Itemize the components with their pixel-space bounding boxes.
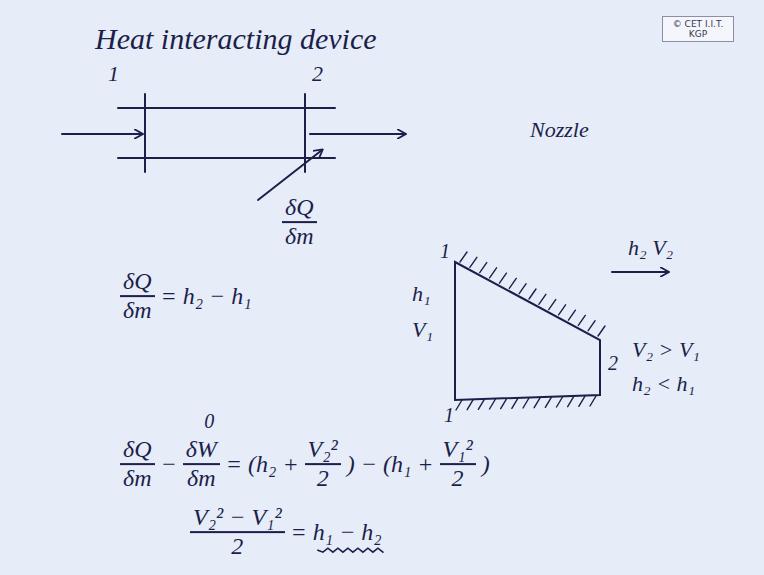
wall-hatch (529, 289, 536, 299)
numerator: δW (183, 436, 220, 465)
equation-row: V₂² − V₁²2= h₁ − h₂ (190, 504, 382, 560)
equation-term: ) − (h₁ + (347, 451, 434, 477)
wall-hatch (557, 397, 563, 407)
equation-term: ) (482, 451, 490, 477)
wall-hatch (456, 400, 462, 410)
logo-box: © CET I.I.T. KGP (662, 16, 734, 42)
station-number: 1 (440, 240, 450, 262)
wall-hatch (519, 284, 526, 294)
denominator: δm (123, 298, 152, 324)
fraction: V₂²2 (305, 436, 341, 492)
numerator: V₂² (305, 436, 341, 465)
denominator: 2 (231, 534, 243, 560)
wall-hatch (579, 396, 585, 406)
equation-term: − (161, 451, 177, 477)
slide-title: Heat interacting device (95, 22, 377, 55)
fraction: δQδm (282, 194, 317, 250)
wall-hatch (501, 399, 507, 409)
wall-hatch (539, 294, 546, 304)
wall-hatch (590, 396, 596, 406)
outflow-arrow (310, 133, 405, 135)
section-line (144, 94, 146, 172)
fraction: δQδm (120, 268, 155, 324)
property-label: h₁ (412, 282, 431, 306)
station-number: 2 (312, 62, 323, 86)
zero-mark: 0 (204, 410, 214, 432)
property-label: V₁ (412, 318, 433, 342)
wall-hatch (578, 315, 585, 325)
property-label: h₂ V₂ (628, 236, 673, 260)
equation-row: δQδm= h₂ − h₁ (120, 268, 252, 324)
duct-wall (118, 107, 335, 109)
exit-arrow (612, 271, 668, 273)
wall-hatch (588, 321, 595, 331)
denominator: δm (187, 466, 216, 492)
section-line (304, 94, 306, 172)
wall-hatch (545, 397, 551, 407)
relation-note: h₂ < h₁ (632, 372, 695, 396)
wall-hatch (499, 273, 506, 283)
equation-term: = h₁ − h₂ (291, 519, 382, 545)
denominator: 2 (317, 466, 329, 492)
wall-hatch (568, 397, 574, 407)
station-number: 2 (608, 352, 618, 374)
wall-hatch (549, 300, 556, 310)
wall-hatch (480, 263, 487, 273)
numerator: δQ (120, 436, 155, 465)
equation-row: δQδm−δWδm= (h₂ +V₂²2) − (h₁ +V₁²2) (120, 436, 490, 492)
denominator: δm (285, 224, 314, 250)
device-name: Nozzle (530, 118, 589, 142)
equation-term: = h₂ − h₁ (161, 283, 252, 309)
wall-hatch (509, 278, 516, 288)
wall-hatch (598, 326, 605, 336)
wall-hatch (523, 398, 529, 408)
numerator: V₁² (440, 436, 476, 465)
wall-hatch (512, 398, 518, 408)
logo-text: © CET I.I.T. KGP (667, 19, 729, 39)
numerator: V₂² − V₁² (190, 504, 285, 533)
wall-hatch (490, 399, 496, 409)
wall-hatch (460, 252, 467, 262)
heat-arrow (258, 150, 322, 200)
fraction: δWδm (183, 436, 220, 492)
station-number: 1 (444, 404, 454, 426)
equation-term: = (h₂ + (226, 451, 299, 477)
fraction: V₂² − V₁²2 (190, 504, 285, 560)
numerator: δQ (120, 268, 155, 297)
fraction: δQδm (120, 436, 155, 492)
wall-hatch (490, 268, 497, 278)
wall-hatch (478, 399, 484, 409)
underline-squiggle (318, 548, 383, 552)
station-number: 1 (108, 62, 119, 86)
relation-note: V₂ > V₁ (632, 338, 700, 362)
wall-hatch (470, 257, 477, 267)
inflow-arrow (62, 133, 142, 135)
denominator: 2 (452, 466, 464, 492)
nozzle-outline (455, 262, 600, 400)
equation-row: δQδm (282, 194, 317, 250)
wall-hatch (568, 310, 575, 320)
numerator: δQ (282, 194, 317, 223)
duct-wall (118, 157, 335, 159)
wall-hatch (559, 305, 566, 315)
fraction: V₁²2 (440, 436, 476, 492)
denominator: δm (123, 466, 152, 492)
wall-hatch (534, 398, 540, 408)
wall-hatch (467, 400, 473, 410)
